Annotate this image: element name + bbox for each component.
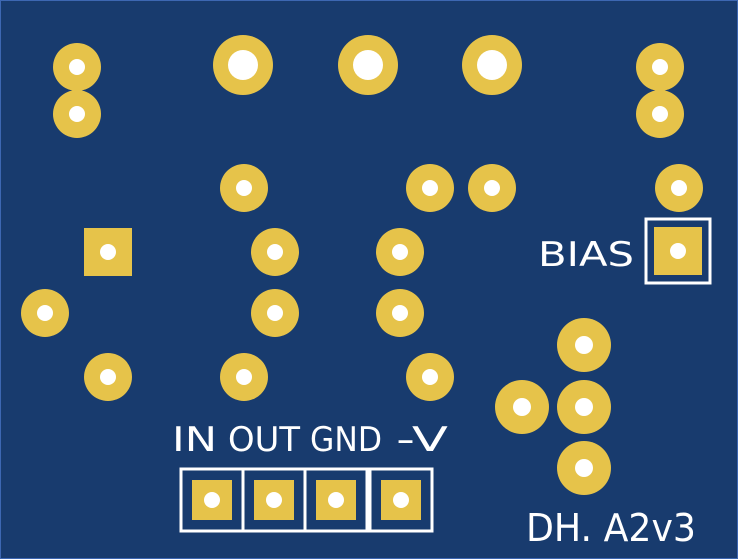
connector-outlines [179, 467, 434, 533]
connector-pin-in-hole [204, 492, 220, 508]
pad-c-4 [376, 289, 424, 337]
pad-m-2 [406, 164, 454, 212]
pad-q-2 [495, 380, 549, 434]
pad-left [21, 289, 69, 337]
pad-m-3 [468, 164, 516, 212]
connector-pin-gnd-hole [328, 492, 344, 508]
pad-q-4-hole [575, 459, 593, 477]
pad-square-left [84, 228, 132, 276]
pad-m-4-hole [671, 180, 687, 196]
revision-label: DH. A2v3 [526, 506, 696, 550]
pad-q-3 [557, 380, 611, 434]
pads-layer [21, 35, 703, 520]
pad-l-2-hole [236, 369, 252, 385]
pad-tr-2-hole [652, 106, 668, 122]
bias-pad-outline [644, 217, 712, 285]
pad-l-1 [84, 353, 132, 401]
pad-l-2 [220, 353, 268, 401]
pad-tl-2-hole [69, 106, 85, 122]
pad-c-1-hole [267, 244, 283, 260]
pot-lug-3 [462, 35, 522, 95]
pad-m-1-hole [236, 180, 252, 196]
pot-lug-1 [213, 35, 273, 95]
pot-lug-3-hole [477, 50, 507, 80]
pad-c-1 [251, 228, 299, 276]
pad-m-1 [220, 164, 268, 212]
pad-m-4 [655, 164, 703, 212]
pad-tl-2 [53, 90, 101, 138]
bias-pad [654, 227, 702, 275]
pad-tl-1-hole [69, 59, 85, 75]
pad-l-3-hole [422, 369, 438, 385]
pad-square-left-hole [100, 244, 116, 260]
connector-pin-negv-hole [393, 492, 409, 508]
bias-label: BIAS [538, 235, 634, 275]
pad-q-1 [557, 318, 611, 372]
gnd-label: GND [310, 420, 382, 460]
pad-c-2-hole [392, 244, 408, 260]
pad-q-3-hole [575, 398, 593, 416]
bias-pad-hole [670, 243, 686, 259]
connector-pin-negv [381, 480, 421, 520]
pad-q-2-hole [513, 398, 531, 416]
pad-c-4-hole [392, 305, 408, 321]
pot-lug-1-hole [228, 50, 258, 80]
pad-c-3-hole [267, 305, 283, 321]
connector-pin-gnd [316, 480, 356, 520]
in-label: IN [172, 420, 217, 460]
connector-outline-gnd [303, 467, 369, 533]
pad-q-1-hole [575, 336, 593, 354]
pad-tr-2 [636, 90, 684, 138]
pad-q-4 [557, 441, 611, 495]
connector-pin-out [254, 480, 294, 520]
out-label: OUT [228, 420, 300, 460]
pad-c-2 [376, 228, 424, 276]
pad-m-2-hole [422, 180, 438, 196]
connector-pin-out-hole [266, 492, 282, 508]
pot-lug-2-hole [353, 50, 383, 80]
neg-v-label: -V [396, 420, 448, 460]
pad-left-hole [37, 305, 53, 321]
pad-c-3 [251, 289, 299, 337]
pad-l-1-hole [100, 369, 116, 385]
pad-l-3 [406, 353, 454, 401]
pad-tr-1-hole [652, 59, 668, 75]
connector-outline-negv [368, 467, 434, 533]
connector-pin-in [192, 480, 232, 520]
pad-m-3-hole [484, 180, 500, 196]
pad-tl-1 [53, 43, 101, 91]
pad-tr-1 [636, 43, 684, 91]
pot-lug-2 [338, 35, 398, 95]
